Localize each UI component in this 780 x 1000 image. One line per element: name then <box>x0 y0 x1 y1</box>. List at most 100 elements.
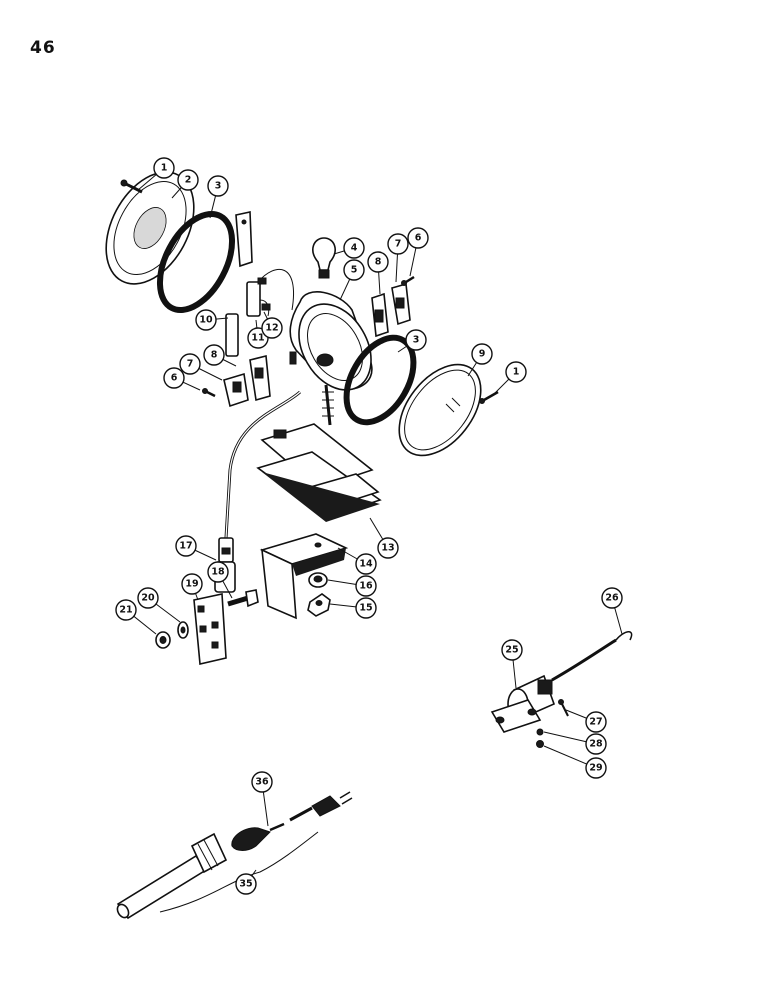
callout-35: 35 <box>235 873 257 895</box>
page-number: 46 <box>30 38 56 58</box>
callout-circle <box>585 711 607 733</box>
lamp-housing <box>289 291 373 426</box>
callout-circle <box>407 227 429 249</box>
callout-number: 20 <box>141 593 155 604</box>
callout-number: 21 <box>119 605 132 616</box>
brace-35 <box>159 831 319 913</box>
clip-upper-right <box>371 282 411 338</box>
callout-6: 6 <box>163 367 185 389</box>
washer-20 <box>177 621 189 639</box>
washer-28 <box>536 728 544 736</box>
nut-15 <box>307 593 331 617</box>
screw-27 <box>558 699 569 717</box>
callout-number: 6 <box>415 233 422 244</box>
callout-number: 7 <box>187 359 194 370</box>
gasket-right <box>343 334 417 426</box>
callout-12: 12 <box>261 317 283 339</box>
callout-circle <box>203 344 225 366</box>
callout-1: 1 <box>505 361 527 383</box>
callout-circle <box>163 367 185 389</box>
callout-13: 13 <box>377 537 399 559</box>
callout-number: 8 <box>211 350 218 361</box>
callout-9: 9 <box>471 343 493 365</box>
callout-number: 35 <box>239 879 252 890</box>
callout-number: 1 <box>513 367 520 378</box>
callout-number: 3 <box>215 181 222 192</box>
mounting-pads <box>256 423 382 522</box>
mounting-bracket <box>259 533 349 620</box>
callout-7: 7 <box>179 353 201 375</box>
callout-4: 4 <box>343 237 365 259</box>
screw-top-left <box>120 179 143 194</box>
callout-number: 27 <box>589 717 602 728</box>
callout-circle <box>377 537 399 559</box>
callout-circle <box>179 353 201 375</box>
clip-lower-left <box>223 354 271 408</box>
callout-number: 2 <box>185 175 192 186</box>
callout-number: 18 <box>211 567 225 578</box>
callout-number: 13 <box>381 543 394 554</box>
callout-circle <box>175 535 197 557</box>
screw-lower-left <box>202 388 216 398</box>
leader-lines <box>125 167 623 885</box>
callout-number: 5 <box>351 265 358 276</box>
callout-circle <box>585 733 607 755</box>
lamp-lens-left <box>105 171 195 285</box>
callout-number: 15 <box>359 603 372 614</box>
washer-16 <box>308 572 328 588</box>
callout-circle <box>207 175 229 197</box>
nut-29 <box>536 740 544 748</box>
bracket-plate-19 <box>193 593 227 665</box>
callout-1: 1 <box>153 157 175 179</box>
callout-circle <box>355 597 377 619</box>
callout-circle <box>153 157 175 179</box>
callout-number: 36 <box>255 777 269 788</box>
callout-number: 14 <box>359 559 373 570</box>
callout-15: 15 <box>355 597 377 619</box>
callout-circle <box>261 317 283 339</box>
callout-3: 3 <box>405 329 427 351</box>
callout-36: 36 <box>251 771 273 793</box>
callout-number: 16 <box>359 581 373 592</box>
callout-26: 26 <box>601 587 623 609</box>
nut-21 <box>155 631 171 649</box>
callout-number: 12 <box>265 323 278 334</box>
callout-circle <box>387 233 409 255</box>
callout-18: 18 <box>207 561 229 583</box>
callout-2: 2 <box>177 169 199 191</box>
callout-circle <box>367 251 389 273</box>
bulb <box>312 237 336 279</box>
callout-circle <box>405 329 427 351</box>
callout-circle <box>343 237 365 259</box>
callout-circle <box>355 575 377 597</box>
callout-number: 6 <box>171 373 178 384</box>
callout-labels: 1234567839110111287617141318161519202126… <box>115 157 623 895</box>
callout-circle <box>177 169 199 191</box>
bolt-18 <box>227 589 259 608</box>
callout-circle <box>471 343 493 365</box>
callout-circle <box>501 639 523 661</box>
callout-circle <box>207 561 229 583</box>
callout-number: 3 <box>413 335 420 346</box>
callout-7: 7 <box>387 233 409 255</box>
cord-plug <box>231 791 353 851</box>
callout-14: 14 <box>355 553 377 575</box>
switch-assembly <box>490 631 633 733</box>
callout-circle <box>181 573 203 595</box>
callout-8: 8 <box>203 344 225 366</box>
callout-number: 8 <box>375 257 382 268</box>
heater-element <box>116 832 228 920</box>
callout-number: 28 <box>589 739 603 750</box>
callout-circle <box>585 757 607 779</box>
callout-19: 19 <box>181 573 203 595</box>
callout-number: 11 <box>251 333 264 344</box>
callout-number: 19 <box>185 579 198 590</box>
callout-5: 5 <box>343 259 365 281</box>
callout-29: 29 <box>585 757 607 779</box>
lamp-lens-right <box>398 363 482 457</box>
callout-number: 9 <box>479 349 486 360</box>
callout-20: 20 <box>137 587 159 609</box>
callout-number: 29 <box>589 763 602 774</box>
